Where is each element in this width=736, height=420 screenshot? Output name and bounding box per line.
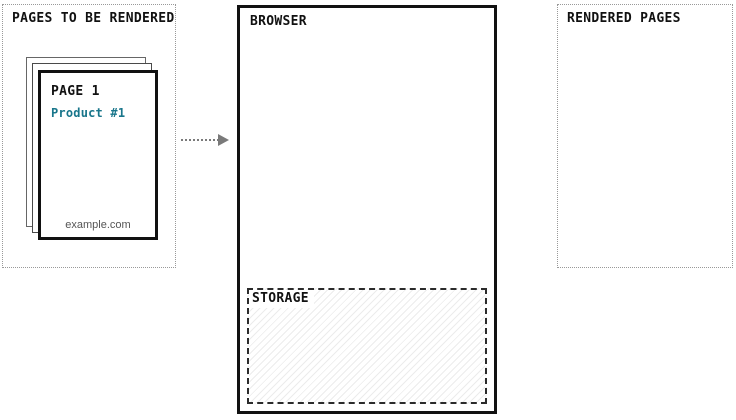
rendered-pages-panel: RENDERED PAGES [557, 4, 733, 268]
arrow-dotted-line [181, 139, 219, 141]
page-footer-url: example.com [65, 219, 131, 231]
browser-panel: BROWSER STORAGE [237, 5, 497, 414]
front-page-card: PAGE 1 Product #1 example.com [38, 70, 158, 240]
page-subtitle: Product #1 [51, 106, 126, 120]
page-title: PAGE 1 [51, 84, 100, 99]
left-panel-title: PAGES TO BE RENDERED [12, 11, 175, 26]
right-panel-title: RENDERED PAGES [567, 11, 681, 26]
storage-box-title: STORAGE [249, 290, 314, 308]
arrow-right-icon [218, 134, 229, 146]
storage-box: STORAGE [247, 288, 487, 404]
browser-panel-title: BROWSER [250, 14, 307, 29]
